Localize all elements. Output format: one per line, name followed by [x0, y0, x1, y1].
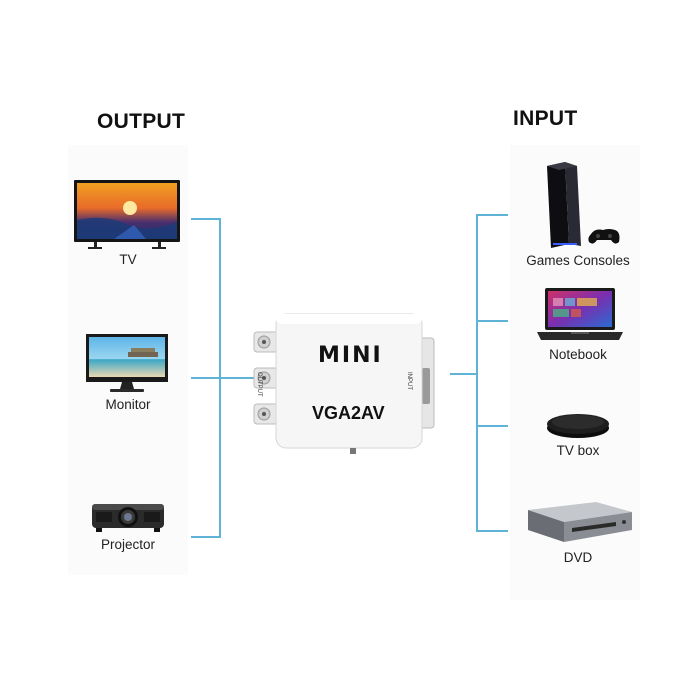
monitor-label: Monitor: [105, 397, 151, 412]
projector-label: Projector: [100, 537, 156, 552]
console-label: Games Consoles: [526, 253, 630, 268]
rca-jack-1: [253, 331, 281, 353]
converter-brand: MINI: [318, 343, 383, 368]
tvbox-label: TV box: [556, 443, 600, 458]
laptop-icon: [537, 288, 623, 340]
notebook-label: Notebook: [549, 347, 607, 362]
tv-label: TV: [119, 252, 137, 267]
input-line-dvd: [476, 530, 508, 532]
tv-box-icon: [547, 414, 609, 438]
projector-icon: [92, 504, 164, 532]
rca-jack-2: [253, 367, 281, 389]
vga2av-converter: [253, 313, 435, 454]
output-heading: OUTPUT: [97, 110, 186, 133]
input-line-tvbox: [476, 425, 508, 427]
converter-input-side-label: INPUT: [406, 372, 412, 390]
input-heading: INPUT: [513, 107, 578, 130]
input-line-notebook: [476, 320, 508, 322]
rca-jack-3: [253, 403, 281, 425]
tv-icon: [74, 180, 180, 249]
converter-model: VGA2AV: [312, 403, 385, 423]
input-line-converter: [450, 373, 478, 375]
converter-output-side-label: OUTPUT: [256, 372, 262, 397]
output-line-monitor: [191, 377, 221, 379]
game-console-icon: [547, 162, 620, 248]
output-line-converter: [219, 377, 255, 379]
output-line-projector: [191, 536, 221, 538]
monitor-icon: [86, 334, 168, 392]
dvd-player-icon: [528, 502, 632, 542]
output-line-tv: [191, 218, 221, 220]
input-line-console: [476, 214, 508, 216]
dvd-label: DVD: [563, 550, 593, 565]
